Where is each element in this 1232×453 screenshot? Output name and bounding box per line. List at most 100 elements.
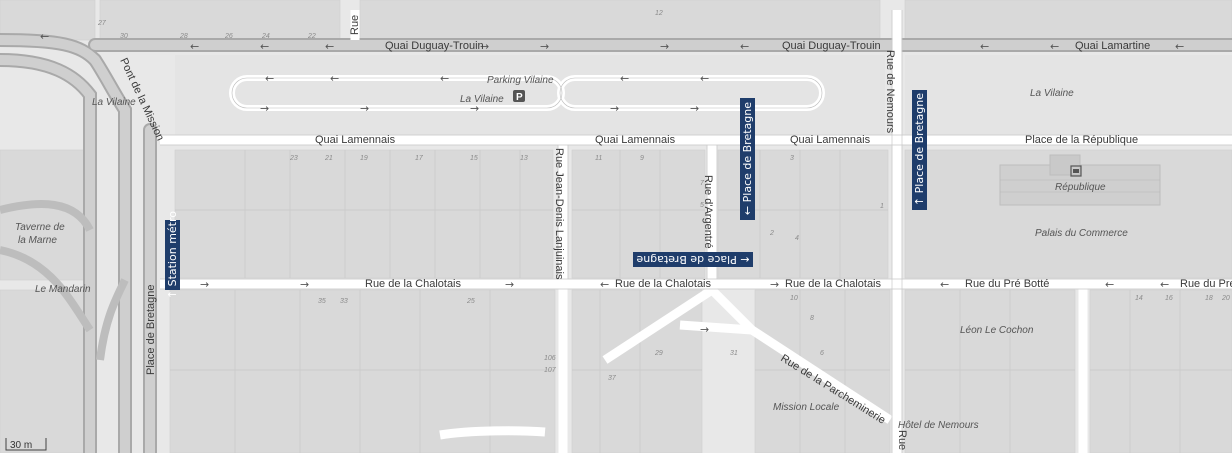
- label-mission-locale: Mission Locale: [773, 402, 840, 413]
- house-number: 11: [595, 155, 602, 162]
- house-number: 5: [700, 202, 704, 209]
- house-number: 30: [120, 33, 128, 40]
- house-number: ←: [740, 40, 749, 53]
- house-number: 107: [544, 367, 557, 374]
- street-rue-du-pre: Rue du Pré: [1180, 278, 1232, 290]
- house-number: ←: [600, 278, 609, 291]
- house-number: ←: [1175, 40, 1184, 53]
- house-number: 22: [307, 33, 316, 40]
- house-number: ←: [620, 72, 629, 85]
- sign-place-bretagne-2[interactable]: ↑ Place de Bretagne: [912, 90, 927, 210]
- house-number: ←: [940, 278, 949, 291]
- street-quai-lamennais-2: Quai Lamennais: [595, 134, 676, 146]
- parking-icon-text: P: [516, 92, 523, 103]
- street-rue-nemours: Rue de Nemours: [884, 50, 896, 134]
- street-place-bretagne: Place de Bretagne: [145, 284, 157, 375]
- sign-place-bretagne-3-text: ← Place de Bretagne: [636, 253, 750, 266]
- street-quai-lamennais-3: Quai Lamennais: [790, 134, 871, 146]
- republique-pin-icon: [1070, 165, 1082, 177]
- house-number: →: [540, 40, 549, 53]
- sign-place-bretagne-1[interactable]: ← Place de Bretagne: [740, 98, 755, 220]
- house-number: 1: [880, 203, 884, 210]
- streets: [160, 10, 1232, 453]
- house-number: →: [480, 40, 489, 53]
- street-rue-top: Rue: [349, 15, 361, 35]
- house-number: ←: [325, 40, 334, 53]
- house-number: ←: [330, 72, 339, 85]
- house-number: 21: [324, 155, 333, 162]
- house-number: →: [700, 323, 709, 336]
- house-numbers: 27 30 28 26 24 22 23 21 19 17 15 13 11 9…: [97, 10, 1230, 382]
- house-number: 13: [520, 155, 528, 162]
- house-number: ←: [190, 40, 199, 53]
- street-rue-argentre: Rue d'Argentré: [702, 175, 714, 249]
- street-quai-duguay-trouin-1: Quai Duguay-Trouin: [385, 40, 484, 52]
- house-number: 3: [790, 155, 794, 162]
- house-number: 10: [790, 295, 798, 302]
- house-number: ←: [980, 40, 989, 53]
- house-number: 19: [360, 155, 368, 162]
- street-quai-lamennais-1: Quai Lamennais: [315, 134, 396, 146]
- label-la-vilaine-right: La Vilaine: [1030, 88, 1074, 99]
- house-number: ←: [1105, 278, 1114, 291]
- house-number: 31: [730, 350, 738, 357]
- house-number: 20: [1221, 295, 1230, 302]
- house-number: →: [505, 278, 514, 291]
- street-rue-chalotais-1: Rue de la Chalotais: [365, 278, 462, 290]
- house-number: →: [660, 40, 669, 53]
- street-rue-nemours-short: Rue: [896, 430, 908, 450]
- house-number: 37: [608, 375, 617, 382]
- label-taverne: Taverne de: [15, 222, 65, 233]
- house-number: 9: [640, 155, 644, 162]
- house-number: 7: [700, 180, 705, 187]
- house-number: 23: [289, 155, 298, 162]
- scale-label: 30 m: [10, 440, 32, 451]
- house-number: 26: [224, 33, 233, 40]
- label-parking-vilaine: Parking Vilaine: [487, 75, 554, 86]
- house-number: ←: [700, 72, 709, 85]
- house-number: ←: [40, 30, 49, 43]
- republique-building: [999, 154, 1161, 206]
- label-palais-commerce: Palais du Commerce: [1035, 228, 1128, 239]
- house-number: →: [260, 102, 269, 115]
- street-quai-duguay-trouin-2: Quai Duguay-Trouin: [782, 40, 881, 52]
- street-rue-chalotais-3: Rue de la Chalotais: [785, 278, 882, 290]
- street-rue-jean-denis: Rue Jean-Denis Lanjuinais: [553, 148, 565, 280]
- house-number: 18: [1205, 295, 1213, 302]
- sign-station-metro-text: ↑ Station métro: [166, 210, 179, 300]
- scale-bar: 30 m: [5, 438, 47, 451]
- house-number: 8: [810, 315, 814, 322]
- house-number: 2: [769, 230, 774, 237]
- street-rue-chalotais-2: Rue de la Chalotais: [615, 278, 712, 290]
- house-number: →: [610, 102, 619, 115]
- street-quai-lamartine: Quai Lamartine: [1075, 40, 1150, 52]
- house-number: 27: [97, 20, 107, 27]
- house-number: 16: [1165, 295, 1173, 302]
- house-number: 4: [795, 235, 799, 242]
- house-number: →: [200, 278, 209, 291]
- house-number: →: [470, 102, 479, 115]
- house-number: 106: [544, 355, 556, 362]
- label-la-vilaine-left: La Vilaine: [92, 97, 136, 108]
- label-le-mandarin: Le Mandarin: [35, 284, 91, 295]
- house-number: ←: [260, 40, 269, 53]
- sign-place-bretagne-2-text: ↑ Place de Bretagne: [913, 93, 926, 207]
- house-number: ←: [440, 72, 449, 85]
- house-number: →: [360, 102, 369, 115]
- parking-icon: P: [513, 90, 525, 103]
- house-number: 6: [820, 350, 824, 357]
- sign-place-bretagne-1-text: ← Place de Bretagne: [741, 102, 754, 216]
- sign-station-metro[interactable]: ↑ Station métro: [165, 211, 180, 299]
- house-number: 14: [1135, 295, 1143, 302]
- street-rue-pre-botte: Rue du Pré Botté: [965, 278, 1049, 290]
- house-number: ←: [1050, 40, 1059, 53]
- label-republique: République: [1055, 182, 1106, 193]
- house-number: 28: [179, 33, 188, 40]
- house-number: ←: [265, 72, 274, 85]
- label-la-vilaine-center: La Vilaine: [460, 94, 504, 105]
- sign-place-bretagne-3[interactable]: ← Place de Bretagne: [633, 252, 753, 267]
- place-labels: La Vilaine La Vilaine La Vilaine Parking…: [15, 75, 1128, 431]
- label-hotel-nemours: Hôtel de Nemours: [898, 420, 979, 431]
